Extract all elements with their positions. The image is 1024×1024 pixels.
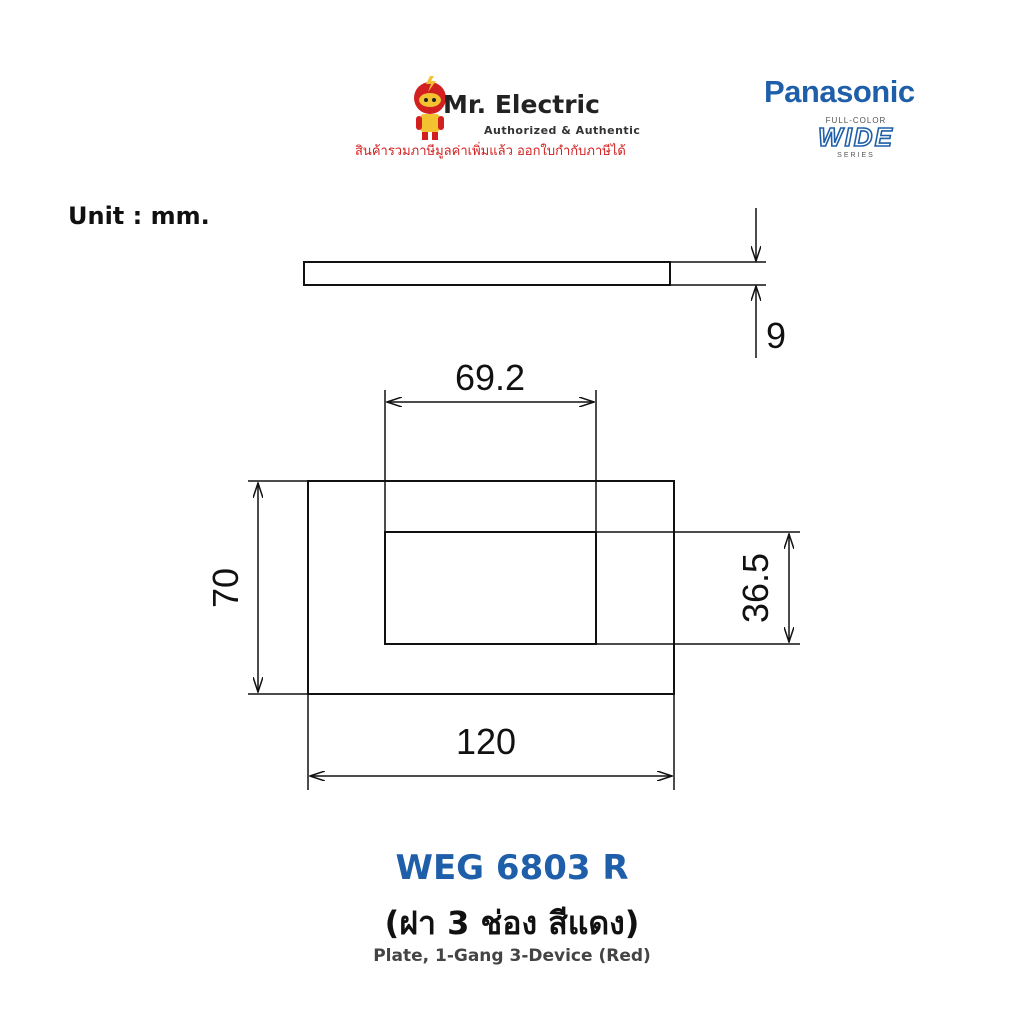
wide-series-badge: FULL-COLOR WIDE SERIES xyxy=(817,116,894,159)
product-code: WEG 6803 R xyxy=(395,848,629,888)
unit-label: Unit : mm. xyxy=(68,202,210,230)
opening-height-value: 36.5 xyxy=(735,553,776,623)
dealer-name: Mr. Electric xyxy=(443,90,600,119)
plate-height-value: 70 xyxy=(205,568,246,608)
plate-opening xyxy=(384,531,597,645)
series-bottom-text: SERIES xyxy=(837,152,875,159)
thickness-value: 9 xyxy=(766,315,786,356)
mascot-logo-icon xyxy=(414,76,446,140)
dealer-tagline: Authorized & Authentic xyxy=(484,124,641,137)
series-top-text: FULL-COLOR xyxy=(826,116,887,125)
product-english-name: Plate, 1-Gang 3-Device (Red) xyxy=(373,946,651,966)
product-thai-name: (ฝา 3 ช่อง สีแดง) xyxy=(384,904,640,942)
plate-side-view xyxy=(303,261,671,286)
plate-width-value: 120 xyxy=(456,721,516,762)
opening-width-value: 69.2 xyxy=(455,357,525,398)
plate-front-outline xyxy=(307,480,675,695)
dealer-tax-note: สินค้ารวมภาษีมูลค่าเพิ่มแล้ว ออกใบกำกับภ… xyxy=(355,144,626,159)
brand-name: Panasonic xyxy=(764,74,915,109)
series-main-text: WIDE xyxy=(818,122,894,152)
